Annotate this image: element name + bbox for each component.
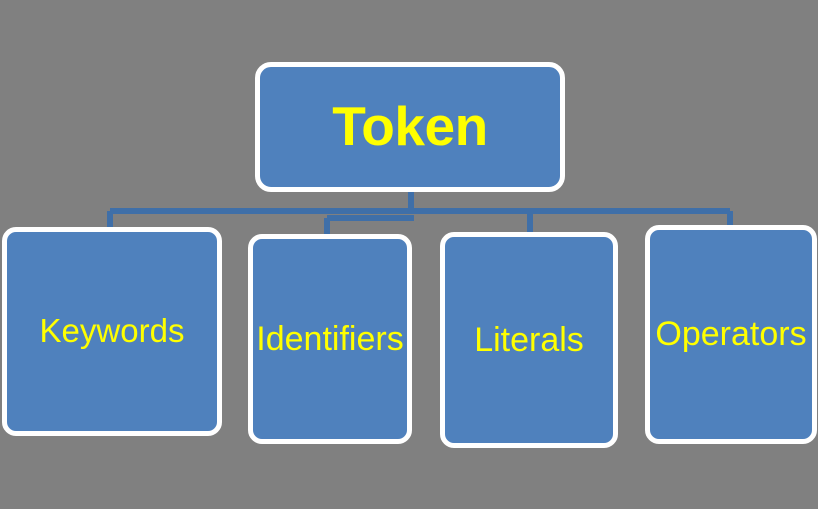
node-operators[interactable]: Operators [645, 225, 817, 444]
node-keywords[interactable]: Keywords [2, 227, 222, 436]
node-identifiers-label: Identifiers [256, 319, 404, 358]
node-token-label: Token [332, 95, 488, 158]
node-literals-label: Literals [474, 320, 584, 359]
node-operators-label: Operators [655, 315, 807, 354]
node-keywords-label: Keywords [39, 312, 185, 350]
node-literals[interactable]: Literals [440, 232, 618, 448]
node-token[interactable]: Token [255, 62, 565, 192]
node-identifiers[interactable]: Identifiers [248, 234, 412, 444]
